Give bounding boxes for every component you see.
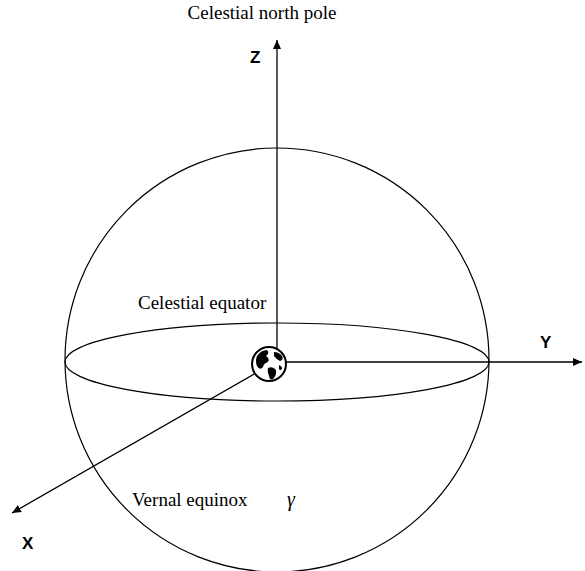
axis-letter: Y [540, 333, 551, 353]
axis-letter: Z [250, 48, 260, 68]
y-axis [277, 361, 582, 362]
z-axis [276, 40, 277, 362]
equator-label: Celestial equator [138, 292, 266, 315]
earth-icon [252, 347, 286, 381]
pole-label: Celestial north pole [188, 2, 337, 25]
equinox-label: Vernal equinox [132, 489, 248, 512]
equinox-symbol: γ [287, 487, 295, 511]
axis-letter: X [22, 534, 33, 554]
x-axis [12, 366, 268, 513]
